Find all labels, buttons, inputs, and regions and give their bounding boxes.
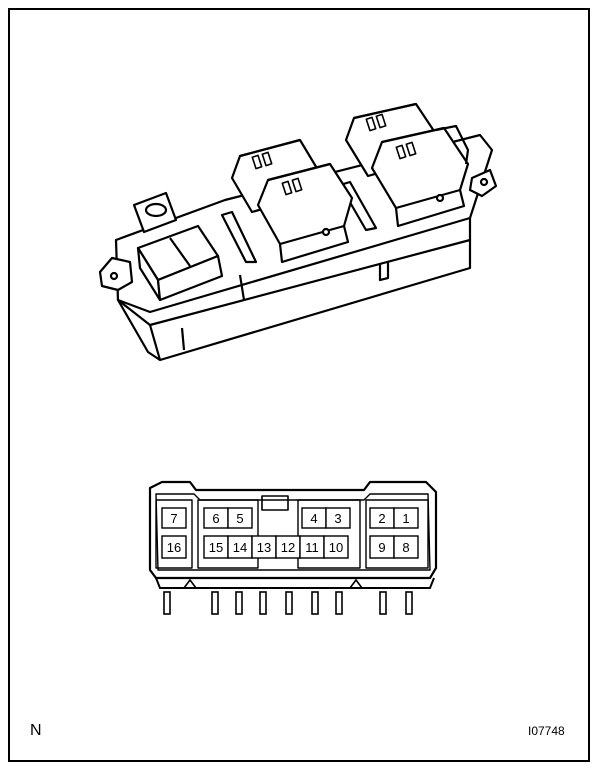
pin-label: 7 xyxy=(170,511,177,526)
figure-id: I07748 xyxy=(528,724,565,738)
pin-label: 10 xyxy=(329,540,343,555)
pin-label: 4 xyxy=(310,511,317,526)
pin-label: 15 xyxy=(209,540,223,555)
pin-label: 14 xyxy=(233,540,247,555)
pin-label: 2 xyxy=(378,511,385,526)
pin-label: 5 xyxy=(236,511,243,526)
connector-face-view: 7 6 5 4 3 2 1 16 15 14 13 12 11 10 9 8 xyxy=(148,480,438,615)
pin-label: 9 xyxy=(378,540,385,555)
pin-label: 13 xyxy=(257,540,271,555)
power-window-switch-illustration xyxy=(98,102,498,362)
pin-label: 1 xyxy=(402,511,409,526)
diagram-frame xyxy=(8,8,590,762)
pin-label: 8 xyxy=(402,540,409,555)
pin-label: 3 xyxy=(334,511,341,526)
pin-label: 6 xyxy=(212,511,219,526)
pin-label: 12 xyxy=(281,540,295,555)
pin-label: 11 xyxy=(305,540,319,555)
corner-code-left: N xyxy=(30,722,42,739)
pin-label: 16 xyxy=(167,540,181,555)
